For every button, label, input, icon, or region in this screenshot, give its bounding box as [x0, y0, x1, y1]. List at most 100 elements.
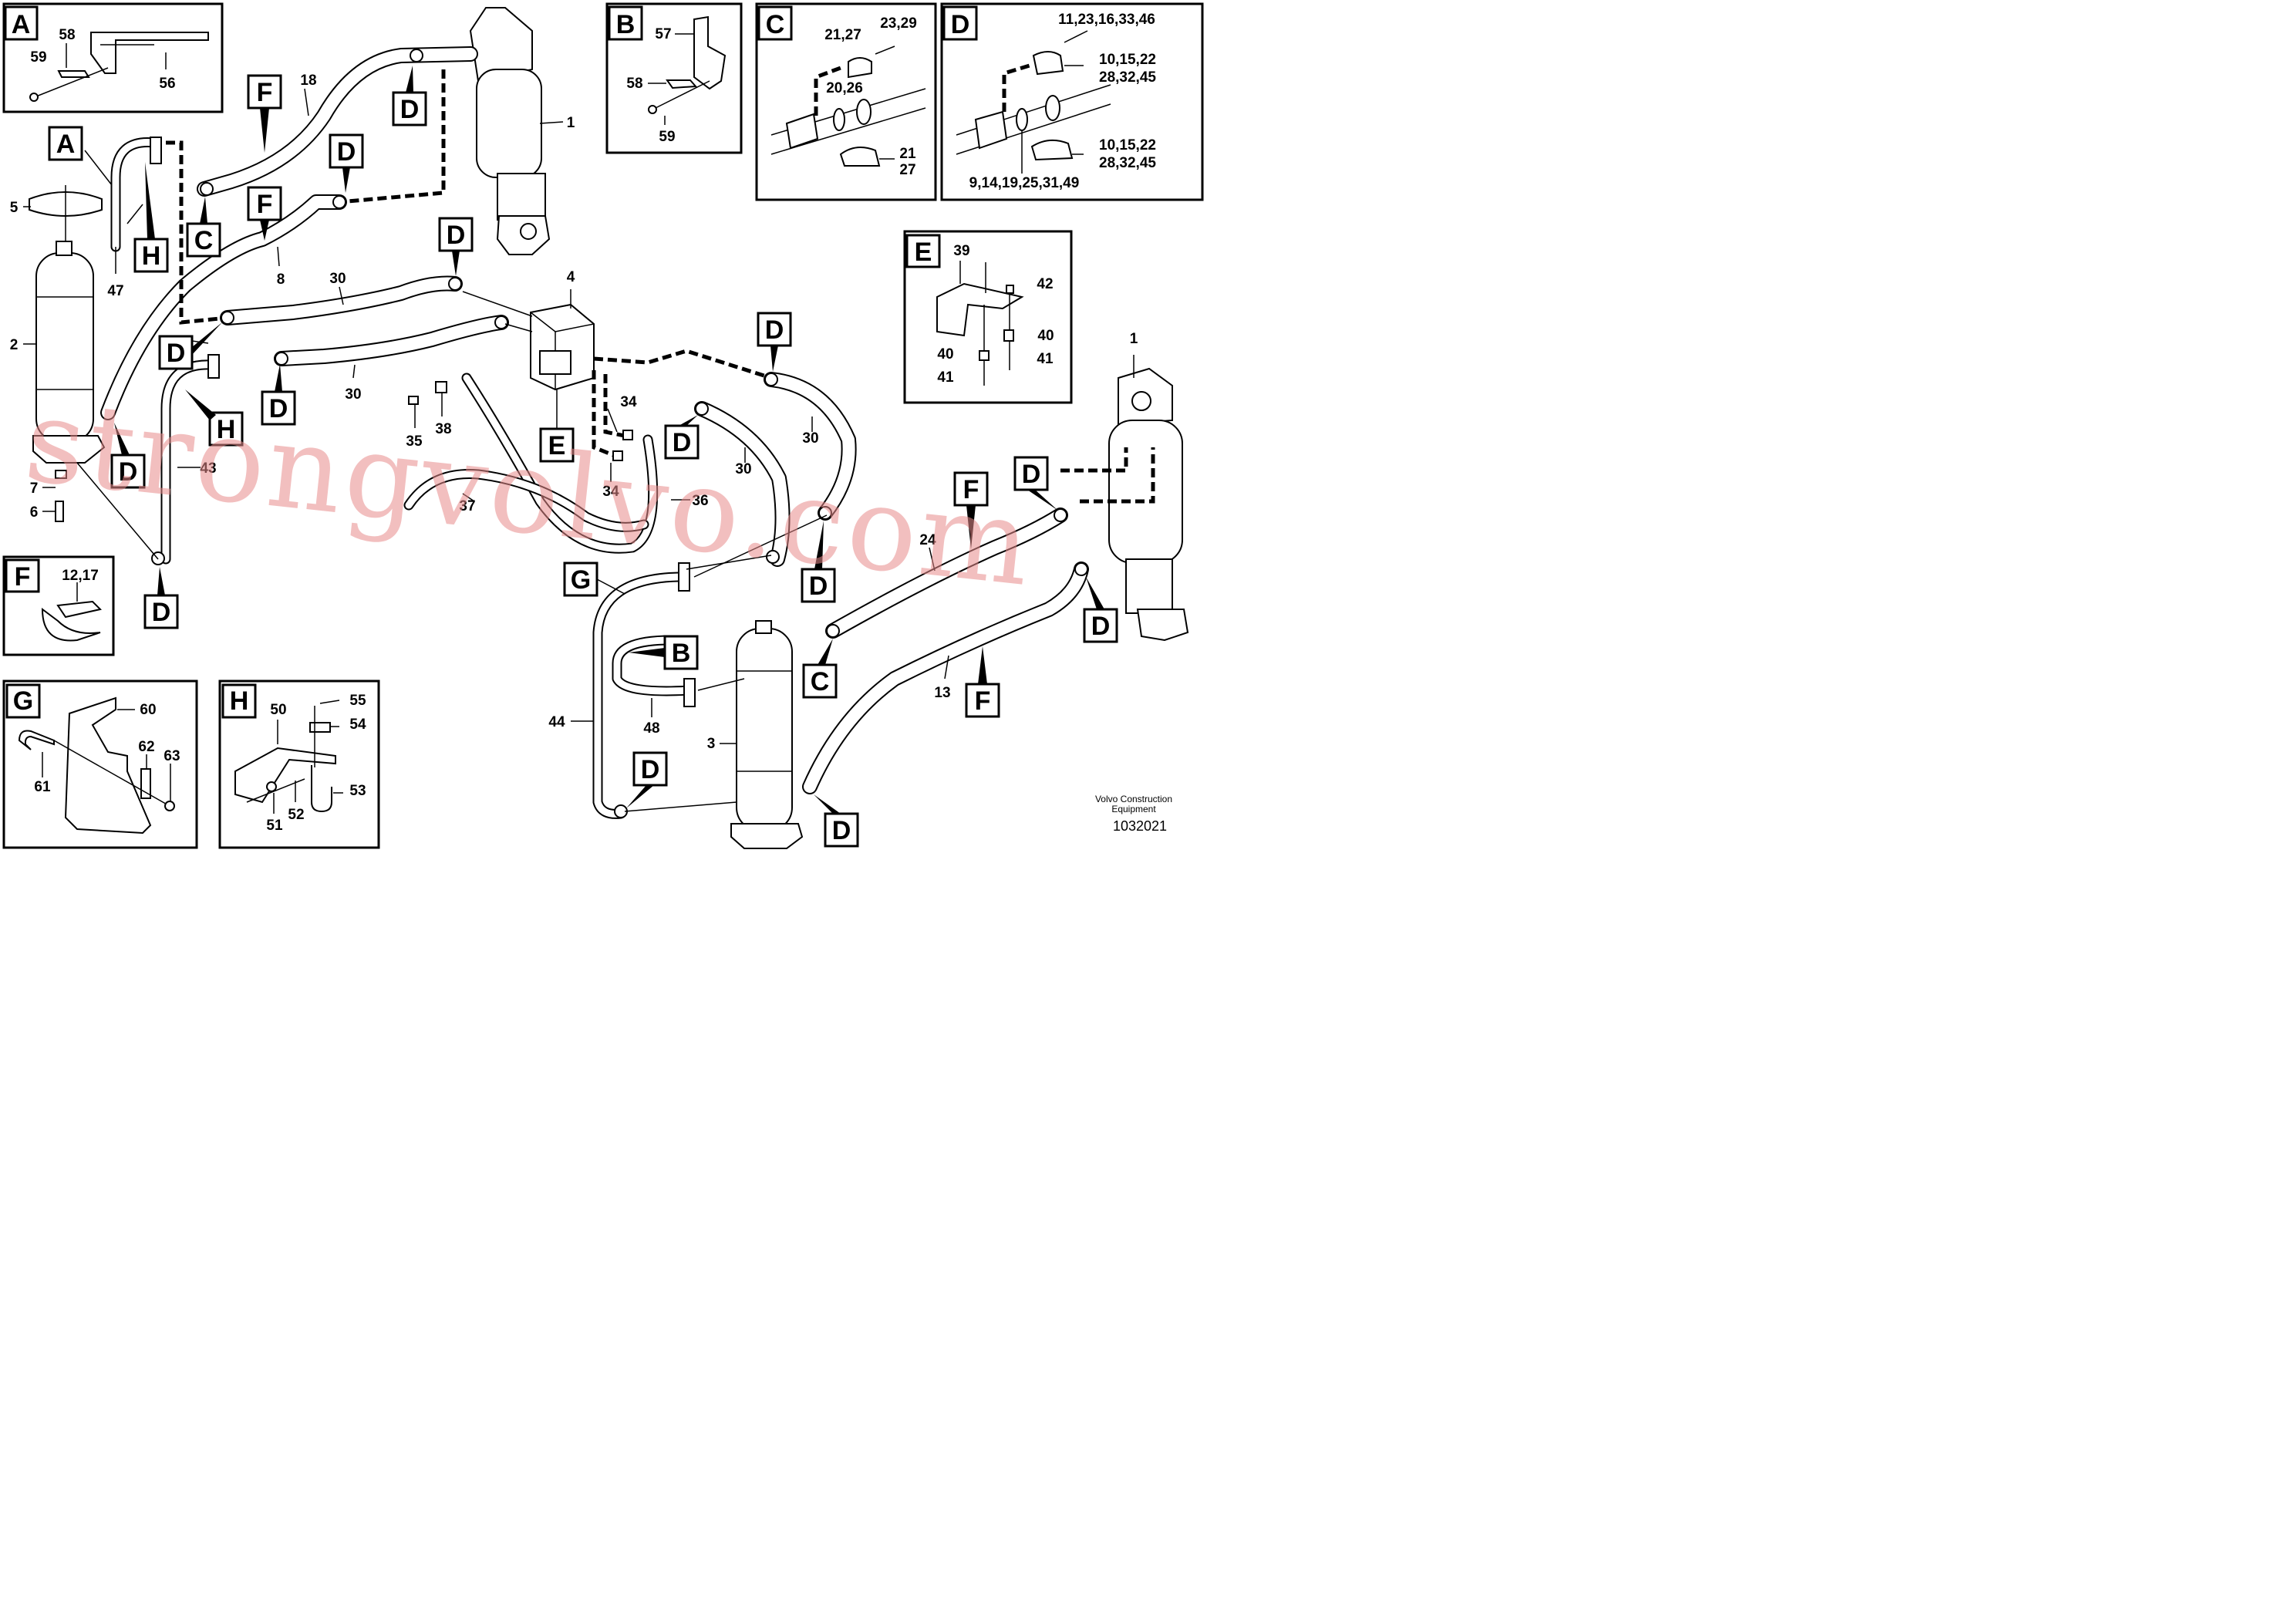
label-11-23-16-33-46: 11,23,16,33,46	[1058, 12, 1155, 28]
label-59b: 59	[659, 129, 675, 145]
fittings	[55, 49, 1088, 818]
bracket-50	[234, 747, 336, 804]
svg-text:D: D	[641, 755, 660, 784]
label-37: 37	[459, 498, 475, 514]
detail-box-e: E 39 42 40 40 41 41	[903, 230, 1073, 404]
callout-f-3: F	[953, 471, 989, 549]
label-40-right: 40	[1037, 328, 1054, 344]
label-24: 24	[919, 532, 936, 548]
label-2: 2	[10, 337, 19, 353]
label-48: 48	[643, 720, 659, 737]
detail-box-d-letter: D	[951, 10, 970, 39]
label-57: 57	[655, 26, 671, 42]
callout-d-12: D	[814, 794, 859, 848]
label-42: 42	[1037, 276, 1053, 292]
label-6: 6	[30, 504, 39, 521]
valve-block-4	[530, 303, 595, 391]
callout-d-9: D	[143, 567, 179, 629]
label-10-15-22-bottom: 10,15,22	[1099, 137, 1156, 153]
label-8: 8	[277, 271, 285, 288]
callout-d-11: D	[626, 751, 668, 808]
label-36: 36	[692, 493, 708, 509]
label-39: 39	[953, 243, 969, 259]
label-47: 47	[107, 283, 123, 299]
bracket-57	[693, 15, 727, 90]
label-61: 61	[34, 779, 51, 795]
callout-e-main: E	[539, 389, 575, 463]
callout-f-2: F	[247, 186, 282, 241]
label-21: 21	[899, 146, 916, 162]
label-53: 53	[349, 783, 366, 799]
label-4: 4	[567, 269, 575, 285]
detail-box-e-letter: E	[915, 238, 932, 267]
callout-h-2: H	[185, 389, 244, 447]
detail-box-a: A 58 59 56	[2, 2, 224, 113]
callouts: F D A D F C H D D D H D E D D D D G B C …	[48, 66, 1118, 848]
label-38: 38	[435, 421, 451, 437]
accumulator-2	[29, 185, 106, 464]
label-35: 35	[406, 433, 423, 450]
detail-box-g: G 60 62 63 61	[2, 679, 198, 849]
callout-d-10: D	[801, 521, 836, 603]
svg-text:F: F	[963, 475, 979, 504]
bracket-39	[936, 282, 1024, 337]
detail-box-b-letter: B	[616, 10, 636, 39]
label-20-26: 20,26	[826, 80, 863, 96]
dashed-routes	[166, 69, 1155, 504]
label-55: 55	[349, 693, 366, 709]
svg-text:G: G	[571, 565, 591, 595]
callout-c-2: C	[802, 639, 838, 699]
label-51: 51	[266, 818, 283, 834]
label-62: 62	[138, 739, 154, 755]
callout-d-5: D	[261, 364, 296, 426]
label-12-17: 12,17	[62, 568, 99, 584]
callout-d-7: D	[664, 415, 700, 460]
callout-c-1: C	[186, 197, 221, 258]
svg-text:F: F	[975, 686, 991, 716]
label-30-a: 30	[329, 271, 346, 287]
footer-doc-number: 1032021	[1113, 818, 1167, 834]
label-60: 60	[140, 702, 156, 718]
callout-d-14: D	[1083, 577, 1118, 643]
clamp-f	[41, 607, 101, 642]
footer-company-line2: Equipment	[1111, 804, 1156, 814]
label-34-b: 34	[602, 484, 619, 500]
svg-text:D: D	[337, 137, 356, 167]
label-1-right: 1	[1130, 331, 1138, 347]
svg-text:D: D	[400, 95, 420, 124]
label-54: 54	[349, 717, 366, 733]
hoses	[100, 46, 1089, 794]
cylinder-1-right	[1108, 367, 1189, 642]
label-56: 56	[159, 76, 175, 92]
detail-box-h: H 50 55 54 53 51 52	[218, 679, 380, 849]
svg-text:D: D	[167, 339, 186, 368]
footer: Volvo Construction Equipment 1032021	[1095, 794, 1172, 834]
label-44: 44	[548, 714, 565, 730]
label-30-c: 30	[735, 461, 751, 477]
detail-box-g-letter: G	[13, 686, 33, 716]
label-27: 27	[899, 162, 915, 178]
svg-text:D: D	[1022, 460, 1041, 489]
main-part-labels: 18 1 5 47 2 7 6 8 30 4 30 34 35 38 34 36…	[10, 73, 1138, 752]
label-21-27: 21,27	[824, 27, 861, 43]
svg-text:F: F	[257, 190, 273, 219]
label-30-b: 30	[345, 386, 361, 403]
watermark: strongvolvo.com	[19, 373, 1040, 612]
detail-box-a-letter: A	[12, 10, 31, 39]
callout-d-4: D	[158, 322, 222, 370]
label-23-29: 23,29	[880, 15, 917, 32]
svg-text:C: C	[194, 226, 214, 255]
callout-d-2: D	[329, 133, 364, 193]
svg-text:E: E	[548, 431, 566, 460]
callout-h-1: H	[133, 162, 169, 273]
svg-text:D: D	[269, 394, 288, 423]
label-18: 18	[300, 73, 316, 89]
detail-box-h-letter: H	[230, 686, 249, 716]
callout-d-13: D	[1013, 456, 1058, 511]
svg-text:D: D	[119, 457, 138, 487]
svg-text:D: D	[765, 315, 784, 345]
callout-a-main: A	[48, 126, 83, 161]
footer-company-line1: Volvo Construction	[1095, 794, 1172, 804]
detail-box-c: C 21,27 23,29 20,26 21 27	[755, 2, 937, 201]
svg-text:F: F	[257, 78, 273, 107]
